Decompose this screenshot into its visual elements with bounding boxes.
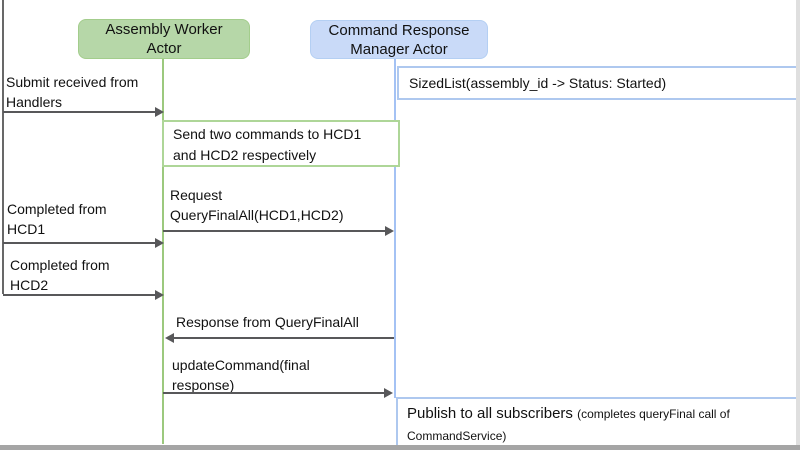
message-label-updatecommand: updateCommand(final response) [172,355,310,395]
arrow-completed-hcd2 [3,289,164,300]
note-sized-list-text: SizedList(assembly_id -> Status: Started… [409,74,667,91]
note-sized-list: SizedList(assembly_id -> Status: Started… [397,66,800,100]
message-label-response-queryfinalall: Response from QueryFinalAll [176,312,359,332]
message-label-completed-hcd2-line2: HCD2 [10,277,49,293]
note-send-two-commands-line1: Send two commands to HCD1 [173,126,362,142]
actor-command-response-manager: Command Response Manager Actor [310,20,488,59]
arrow-updatecommand [163,387,393,398]
assembly-worker-lifeline [162,56,164,444]
arrow-request-queryfinalall [163,225,394,236]
slide-edge-bottom [0,445,800,450]
arrowhead-right-icon [155,237,164,248]
actor-assembly-worker-label-line1: Assembly Worker [105,21,223,38]
message-label-response-line1: Response from QueryFinalAll [176,314,359,330]
actor-command-response-manager-label-line1: Command Response [328,21,470,39]
arrowhead-left-icon [165,332,174,343]
message-label-request-queryfinalall: Request QueryFinalAll(HCD1,HCD2) [170,185,343,225]
external-caller-lifeline [2,0,4,294]
command-response-manager-lifeline [394,56,396,398]
message-label-submit-received-line1: Submit received from [6,74,139,90]
message-label-completed-hcd2-line1: Completed from [10,257,110,273]
arrowhead-right-icon [155,289,164,300]
actor-assembly-worker: Assembly Worker Actor [78,19,250,59]
note-publish-subscribers: Publish to all subscribers (completes qu… [396,397,800,449]
message-label-completed-hcd1-line1: Completed from [7,201,107,217]
note-send-two-commands: Send two commands to HCD1 and HCD2 respe… [162,120,400,167]
note-publish-subscribers-detail: (completes queryFinal call of CommandSer… [407,407,730,443]
arrowhead-right-icon [385,225,394,236]
message-label-request-line2: QueryFinalAll(HCD1,HCD2) [170,207,344,223]
message-label-updatecommand-line1: updateCommand(final [172,357,310,373]
arrowhead-right-icon [384,387,393,398]
message-label-updatecommand-line2: response) [172,377,235,393]
slide-edge-right [796,0,800,450]
note-publish-subscribers-main: Publish to all subscribers [407,405,578,422]
actor-command-response-manager-label-line2: Manager Actor [350,40,448,58]
message-label-submit-received-line2: Handlers [6,94,63,110]
arrow-response-queryfinalall [165,332,394,343]
arrow-submit-received [3,106,164,117]
note-send-two-commands-line2: and HCD2 respectively [173,147,317,163]
message-label-completed-hcd1-line2: HCD1 [7,221,46,237]
message-label-request-line1: Request [170,187,223,203]
arrow-completed-hcd1 [3,237,164,248]
message-label-submit-received: Submit received from Handlers [6,72,138,112]
arrowhead-right-icon [155,106,164,117]
message-label-completed-hcd2: Completed from HCD2 [10,255,110,295]
message-label-completed-hcd1: Completed from HCD1 [7,199,107,239]
actor-assembly-worker-label-line2: Actor [146,40,182,57]
